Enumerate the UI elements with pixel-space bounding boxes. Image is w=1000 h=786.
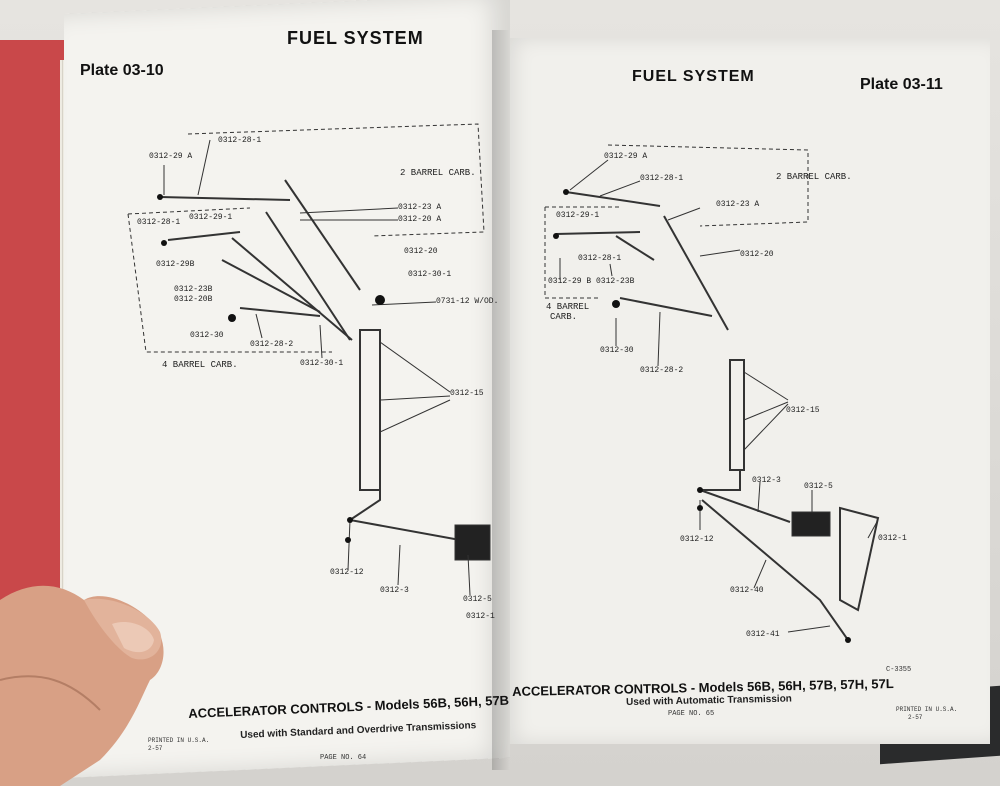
left-printed-in-usa: PRINTED IN U.S.A. <box>148 737 210 744</box>
right-label-0312-29-1: 0312-29-1 <box>556 211 600 220</box>
left-label-4-barrel-carb: 4 BARREL CARB. <box>162 360 238 370</box>
left-label-0312-29-1: 0312-29-1 <box>189 213 233 222</box>
right-label-carb: CARB. <box>550 312 578 322</box>
left-label-0731-12: 0731-12 W/OD. <box>436 297 499 306</box>
right-date: 2-57 <box>908 714 923 721</box>
right-header-title: FUEL SYSTEM <box>632 68 755 85</box>
left-label-0312-20: 0312-20 <box>404 247 438 256</box>
right-page-number: PAGE NO. 65 <box>668 710 715 718</box>
left-label-0312-20b: 0312-20B <box>174 295 213 304</box>
left-plate-number: Plate 03-10 <box>80 62 164 79</box>
right-label-0312-3: 0312-3 <box>752 476 781 485</box>
left-label-0312-20a: 0312-20 A <box>398 215 442 224</box>
left-label-0312-23b: 0312-23B <box>174 285 213 294</box>
book-cover-red <box>0 40 70 680</box>
left-label-0312-28-2: 0312-28-2 <box>250 340 294 349</box>
left-label-2-barrel-carb: 2 BARREL CARB. <box>400 168 476 178</box>
left-label-0312-1: 0312-1 <box>466 612 495 621</box>
left-label-0312-15: 0312-15 <box>450 389 484 398</box>
left-label-0312-28-1b: 0312-28-1 <box>137 218 181 227</box>
right-label-0312-15: 0312-15 <box>786 406 820 415</box>
right-label-0312-30: 0312-30 <box>600 346 634 355</box>
right-label-0312-40: 0312-40 <box>730 586 764 595</box>
right-label-0312-5: 0312-5 <box>804 482 833 491</box>
left-label-0312-12: 0312-12 <box>330 568 364 577</box>
right-label-0312-28-1: 0312-28-1 <box>640 174 684 183</box>
left-label-0312-5: 0312-5 <box>463 595 492 604</box>
left-label-0312-30-1: 0312-30-1 <box>408 270 452 279</box>
left-page-number: PAGE NO. 64 <box>320 754 367 762</box>
right-label-0312-23a: 0312-23 A <box>716 200 760 209</box>
right-label-0312-41: 0312-41 <box>746 630 780 639</box>
right-label-0312-28-2: 0312-28-2 <box>640 366 684 375</box>
right-label-0312-29a: 0312-29 A <box>604 152 648 161</box>
left-label-0312-30-1b: 0312-30-1 <box>300 359 344 368</box>
left-label-0312-28-1: 0312-28-1 <box>218 136 262 145</box>
right-label-4-barrel: 4 BARREL <box>546 302 590 312</box>
right-code: C-3355 <box>886 666 912 674</box>
right-label-0312-12: 0312-12 <box>680 535 714 544</box>
right-label-0312-20: 0312-20 <box>740 250 774 259</box>
left-label-0312-23a: 0312-23 A <box>398 203 442 212</box>
right-label-0312-28-1b: 0312-28-1 <box>578 254 622 263</box>
right-label-0312-1: 0312-1 <box>878 534 907 543</box>
left-label-0312-3: 0312-3 <box>380 586 409 595</box>
left-label-0312-29b: 0312-29B <box>156 260 195 269</box>
book-gutter <box>492 30 510 770</box>
hand <box>0 585 164 786</box>
right-label-0312-29b: 0312-29 B <box>548 277 592 286</box>
left-label-0312-30: 0312-30 <box>190 331 224 340</box>
right-printed-in-usa: PRINTED IN U.S.A. <box>896 706 958 713</box>
left-date: 2-57 <box>148 745 163 752</box>
right-plate-number: Plate 03-11 <box>860 76 943 93</box>
right-label-0312-23b: 0312-23B <box>596 277 635 286</box>
left-header-title: FUEL SYSTEM <box>287 28 424 48</box>
right-label-2-barrel-carb: 2 BARREL CARB. <box>776 172 852 182</box>
left-label-0312-29a: 0312-29 A <box>149 152 193 161</box>
